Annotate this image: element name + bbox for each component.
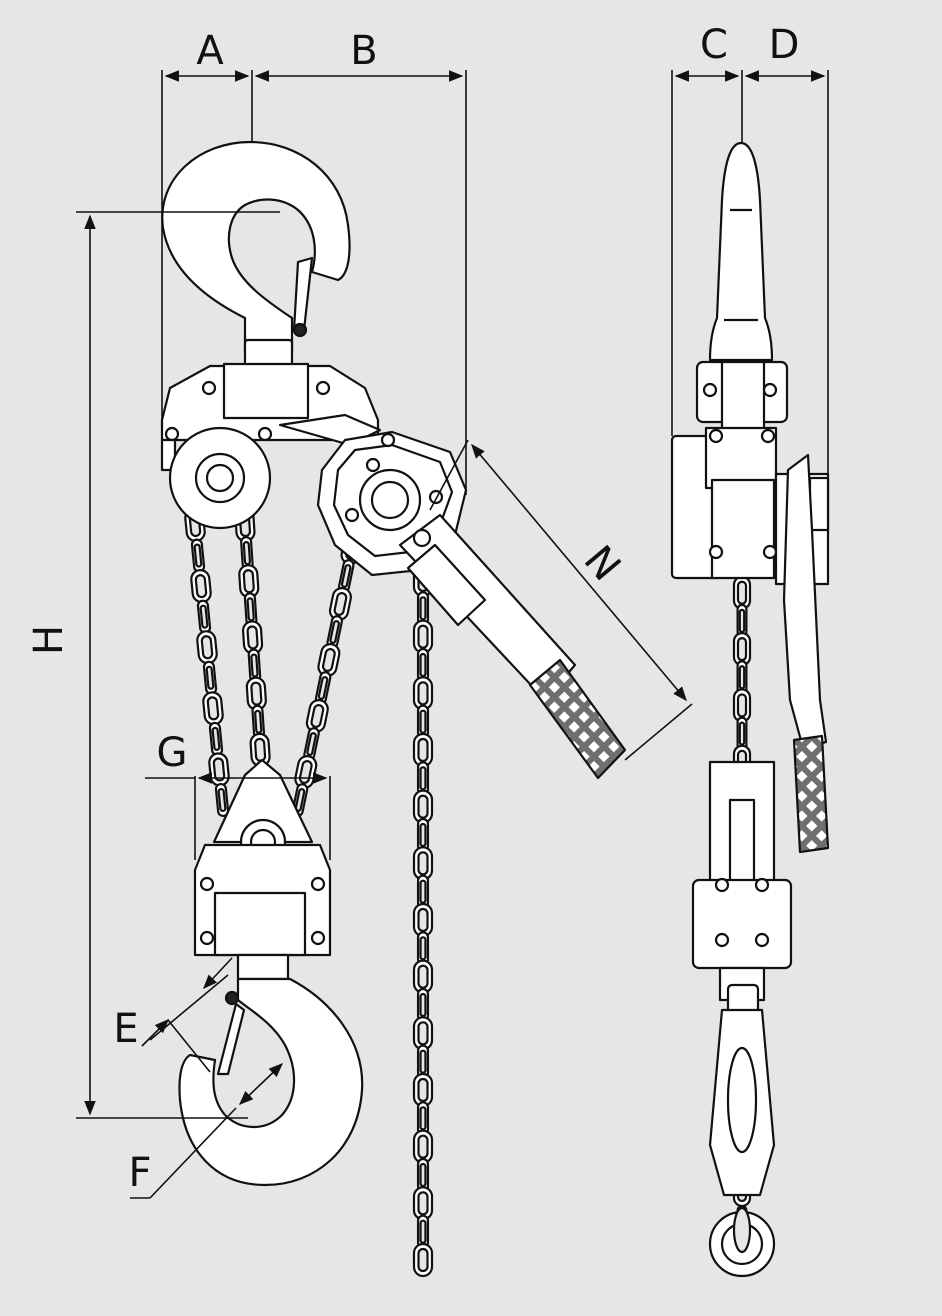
chain-link-hole <box>736 580 748 605</box>
chain-link-hole <box>246 597 255 622</box>
dimension-label-f: F <box>128 1150 151 1196</box>
chain-link-hole <box>419 1162 427 1188</box>
chain-link-hole <box>417 851 429 876</box>
chain-sprocket <box>168 426 272 530</box>
chain-link-hole <box>738 721 746 746</box>
chain-link-hole <box>736 636 748 662</box>
chain-link-hole <box>417 1134 429 1159</box>
chain-link-hole <box>417 681 429 706</box>
bottom-block <box>193 758 332 981</box>
chain-link-hole <box>417 907 429 933</box>
chain-link-hole <box>419 766 427 791</box>
chain-link-hole <box>194 574 208 599</box>
chain-link-hole <box>738 608 746 634</box>
chain-link-hole <box>254 709 263 734</box>
chain-link-hole <box>329 620 340 644</box>
chain-link-hole <box>417 737 429 763</box>
chain-link-hole <box>321 648 336 672</box>
front-view <box>160 140 627 1278</box>
chain-link-hole <box>242 541 252 566</box>
upper-frame <box>160 362 382 472</box>
chain-link-hole <box>310 704 325 728</box>
chain-link-hole <box>419 652 427 678</box>
chain-link-hole <box>250 681 263 706</box>
chain-link-hole <box>217 787 227 813</box>
side-bottom-block <box>691 760 793 1278</box>
chain-link-hole <box>333 592 348 616</box>
chain-link-hole <box>306 732 317 756</box>
chain-link-hole <box>417 1077 429 1103</box>
chain-link-hole <box>419 879 427 904</box>
chain-link-hole <box>417 1021 429 1046</box>
chain-link-hole <box>419 1219 427 1244</box>
chain-link-hole <box>419 596 427 621</box>
dimension-label-d: D <box>769 22 800 68</box>
chain-link-hole <box>419 992 427 1018</box>
chain-link-hole <box>417 624 429 649</box>
chain-link-hole <box>200 635 214 660</box>
bottom-hook <box>178 977 364 1187</box>
chain-link-hole <box>419 1049 427 1074</box>
chain-link-hole <box>340 564 352 588</box>
side-top-hook <box>708 141 774 362</box>
chain-link-hole <box>419 936 427 961</box>
chain-link-hole <box>419 1106 427 1131</box>
chain-link-hole <box>206 696 220 721</box>
chain-link-hole <box>417 1191 429 1216</box>
chain-link-hole <box>317 676 329 700</box>
chain-link-hole <box>211 726 221 751</box>
dimension-label-e: E <box>113 1006 138 1052</box>
dimension-label-h: H <box>26 625 72 655</box>
chain-link-hole <box>254 737 267 762</box>
chain-link-hole <box>419 709 427 734</box>
dimension-label-g: G <box>157 730 188 776</box>
chain-link-hole <box>417 794 429 819</box>
chain-link-hole <box>736 693 748 718</box>
chain-link-hole <box>199 604 209 629</box>
chain-link-hole <box>205 665 215 690</box>
chain-link-hole <box>419 822 427 848</box>
chain-link-hole <box>193 543 203 568</box>
chain-link-hole <box>417 1247 429 1273</box>
side-lever-handle <box>782 453 830 854</box>
dimension-lines <box>76 70 829 1199</box>
chain-link-hole <box>250 653 259 678</box>
chain-link-hole <box>246 625 259 650</box>
side-view <box>670 141 830 1278</box>
chain-link-hole <box>738 665 746 690</box>
hand-chain <box>412 562 434 1278</box>
chain-link-hole <box>417 964 429 989</box>
dimension-label-a: A <box>196 28 224 74</box>
dimension-label-c: C <box>700 22 728 68</box>
chain-link-hole <box>242 569 255 594</box>
dimension-label-b: B <box>350 28 377 74</box>
